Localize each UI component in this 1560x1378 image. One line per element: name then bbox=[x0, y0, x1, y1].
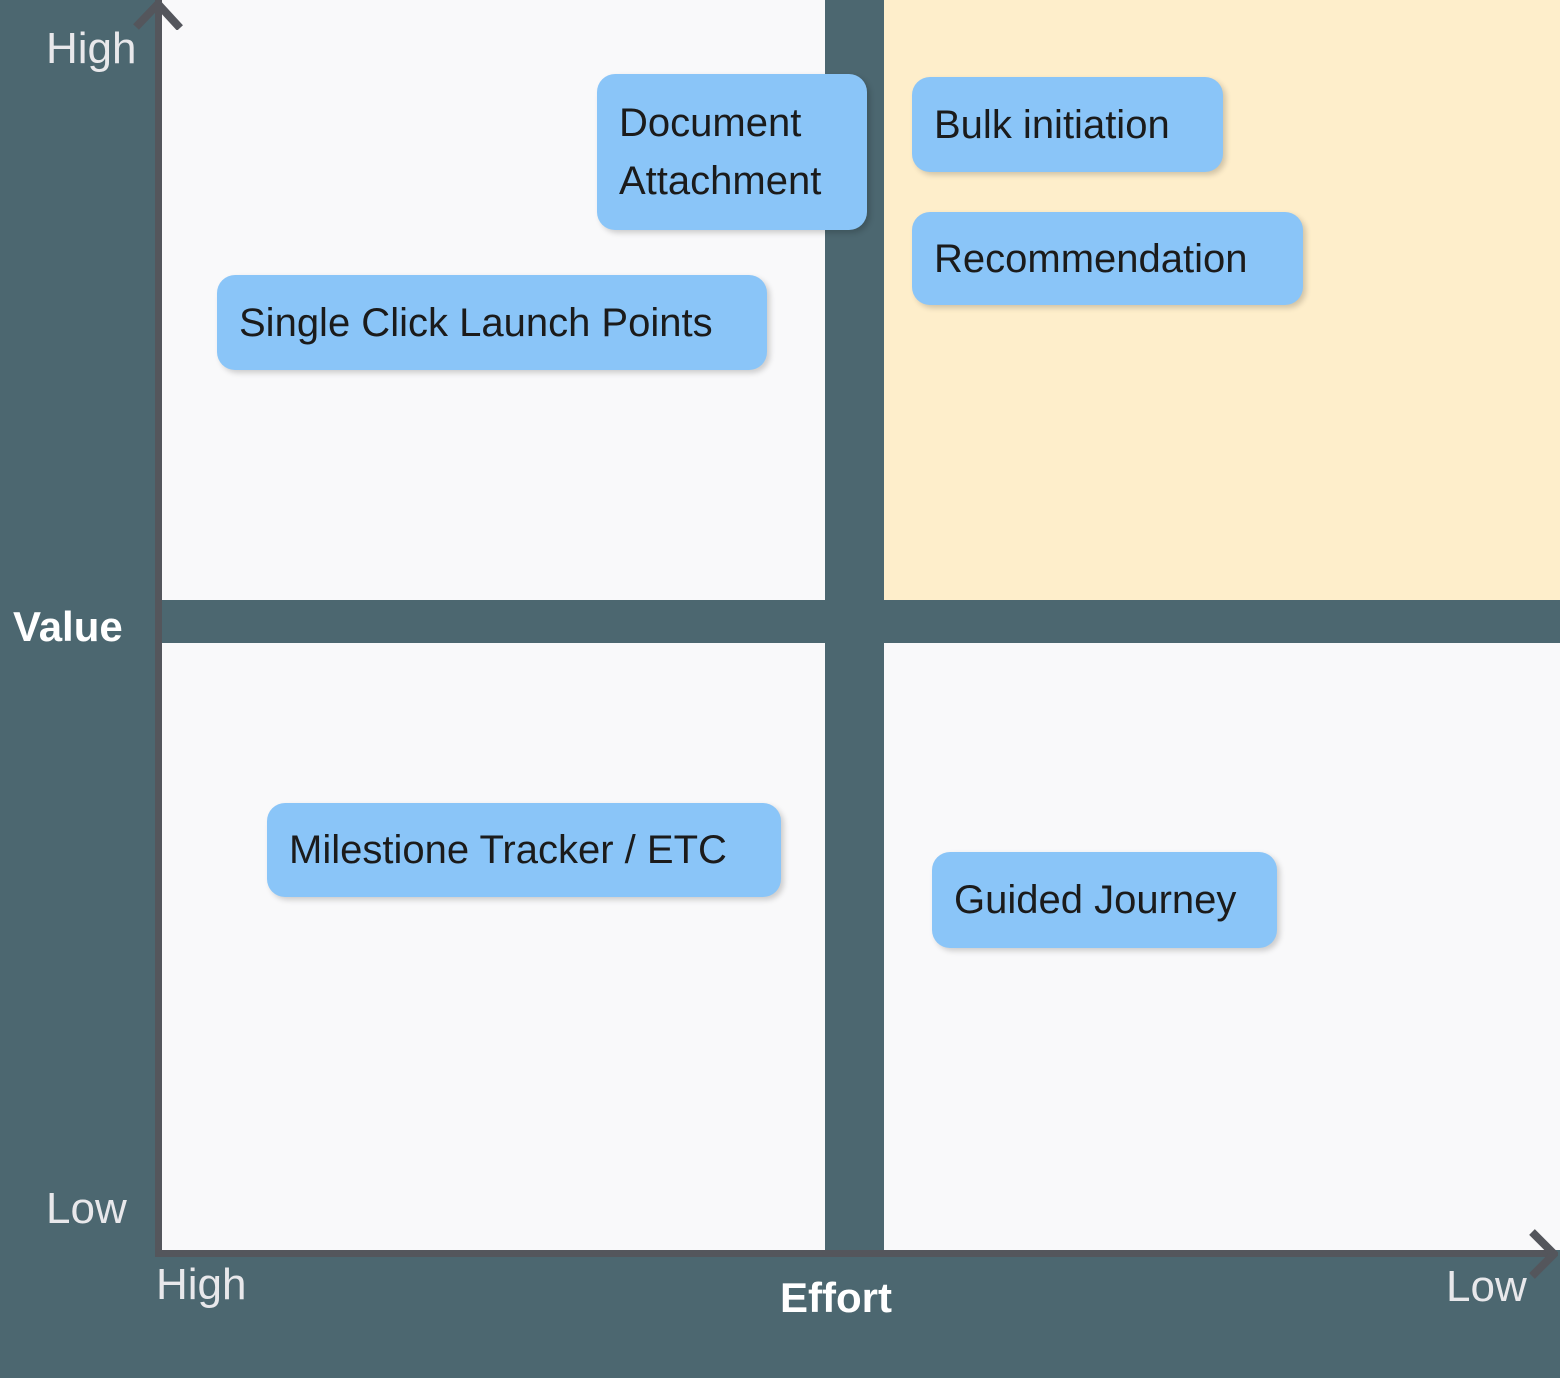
x-axis-low-label: Low bbox=[1446, 1262, 1527, 1311]
arrow-right-icon bbox=[1528, 1228, 1560, 1285]
y-axis-line bbox=[155, 0, 162, 1257]
item-label: Guided Journey bbox=[954, 878, 1237, 922]
y-axis-high-label: High bbox=[46, 24, 137, 73]
item-guided-journey[interactable]: Guided Journey bbox=[932, 852, 1277, 948]
y-axis-low-label: Low bbox=[46, 1184, 127, 1233]
item-milestone-tracker-etc[interactable]: Milestione Tracker / ETC bbox=[267, 803, 781, 897]
item-label: Single Click Launch Points bbox=[239, 300, 713, 345]
arrow-up-icon bbox=[132, 0, 184, 35]
item-single-click-launch-points[interactable]: Single Click Launch Points bbox=[217, 275, 767, 370]
item-label: Document Attachment bbox=[619, 101, 822, 203]
item-label: Recommendation bbox=[934, 236, 1248, 281]
x-axis-high-label: High bbox=[156, 1260, 247, 1309]
item-document-attachment[interactable]: Document Attachment bbox=[597, 74, 867, 230]
item-recommendation[interactable]: Recommendation bbox=[912, 212, 1303, 305]
x-axis-line bbox=[155, 1250, 1553, 1257]
item-label: Bulk initiation bbox=[934, 102, 1170, 147]
item-bulk-initiation[interactable]: Bulk initiation bbox=[912, 77, 1223, 172]
y-axis-title: Value bbox=[13, 603, 123, 650]
quadrant-bottom-left bbox=[162, 643, 825, 1250]
item-label: Milestione Tracker / ETC bbox=[289, 828, 727, 872]
x-axis-title: Effort bbox=[780, 1274, 892, 1321]
